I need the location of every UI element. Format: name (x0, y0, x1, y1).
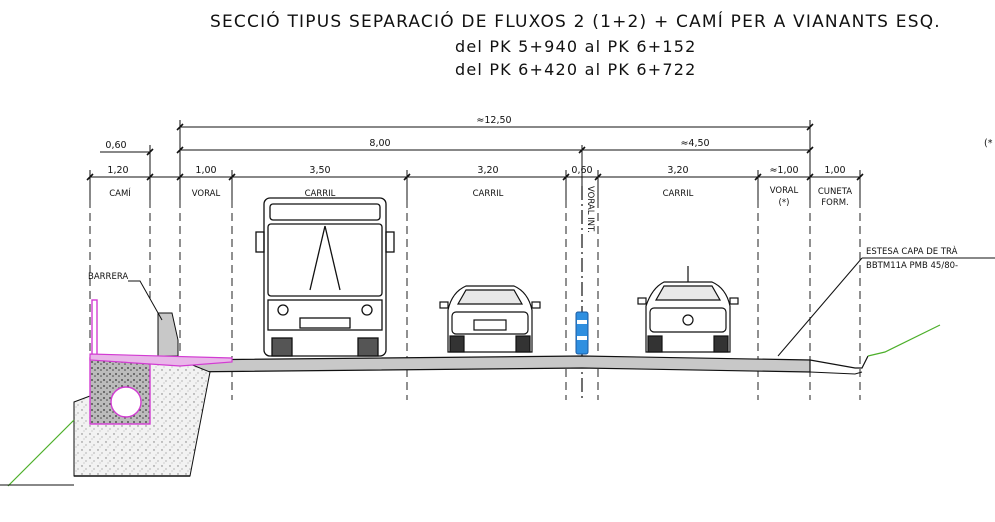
dim-carril1: 3,50 (309, 165, 330, 176)
zone-voral-right: VORAL (770, 186, 799, 196)
drawing-title: SECCIÓ TIPUS SEPARACIÓ DE FLUXOS 2 (1+2)… (210, 12, 941, 32)
zone-carril-1: CARRIL (305, 189, 336, 199)
dimension-lines (86, 120, 864, 200)
pk-range-1: del PK 5+940 al PK 6+152 (455, 37, 697, 56)
dim-cami: 1,20 (107, 165, 128, 176)
car-2 (637, 266, 739, 353)
dim-voral: 1,00 (195, 165, 216, 176)
dim-voral-int: 0,60 (571, 165, 592, 176)
dim-total: ≈12,50 (476, 115, 511, 126)
zone-voral: VORAL (192, 189, 221, 199)
dim-right-width: ≈4,50 (680, 138, 709, 149)
walkway-structure (0, 280, 233, 487)
edge-note: (* (984, 138, 993, 149)
pk-range-2: del PK 6+420 al PK 6+722 (455, 60, 697, 79)
zone-cuneta-1: CUNETA (818, 187, 852, 197)
bus (255, 197, 395, 357)
guide-lines (89, 200, 861, 400)
zone-cami: CAMÍ (109, 187, 131, 199)
zone-cuneta-2: FORM. (821, 198, 849, 208)
pavement (179, 324, 941, 375)
estesa-annotation (777, 257, 995, 357)
dim-carril3: 3,20 (667, 165, 688, 176)
zone-carril-2: CARRIL (473, 189, 504, 199)
zone-labels: CAMÍ VORAL CARRIL CARRIL CARRIL VORAL (*… (109, 186, 852, 233)
dimension-labels: ≈12,50 8,00 ≈4,50 0,60 1,20 1,00 3,50 3,… (105, 115, 845, 176)
zone-carril-3: CARRIL (663, 189, 694, 199)
zone-voral-int: VORAL INT. (585, 186, 595, 233)
dim-voral-right: ≈1,00 (769, 165, 798, 176)
dim-left-width: 8,00 (369, 138, 390, 149)
dim-barrier: 0,60 (105, 140, 126, 151)
zone-voral-right-note: (*) (779, 198, 790, 208)
bollard (575, 311, 589, 355)
dim-carril2: 3,20 (477, 165, 498, 176)
estesa-label-2: BBTM11A PMB 45/80- (866, 261, 958, 271)
estesa-label-1: ESTESA CAPA DE TRÀ (866, 245, 958, 257)
car-1 (439, 285, 541, 353)
barrera-label: BARRERA (88, 272, 128, 282)
dim-cuneta: 1,00 (824, 165, 845, 176)
